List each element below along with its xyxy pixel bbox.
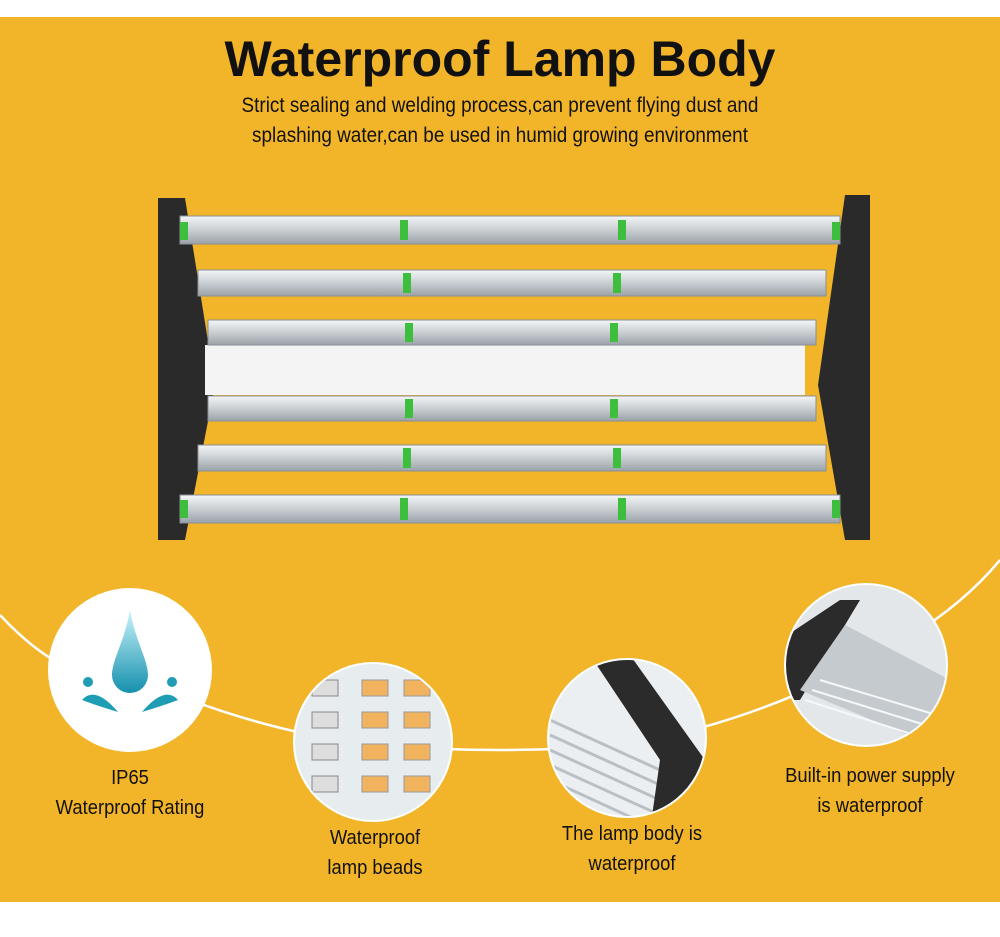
caption-line: is waterproof bbox=[817, 795, 923, 817]
subtitle-line-1: Strict sealing and welding process,can p… bbox=[241, 94, 759, 117]
page-title: Waterproof Lamp Body bbox=[224, 31, 776, 87]
feature-caption-power: Built-in power supply is waterproof bbox=[760, 761, 981, 821]
power-supply-closeup bbox=[784, 583, 948, 747]
lamp-image bbox=[158, 195, 870, 540]
feature-caption-ip65: IP65 Waterproof Rating bbox=[38, 763, 222, 823]
subtitle-line-2: splashing water,can be used in humid gro… bbox=[252, 124, 748, 147]
water-drop-icon bbox=[48, 588, 212, 752]
lamp-body-closeup bbox=[547, 658, 707, 818]
caption-line: Waterproof bbox=[329, 827, 421, 849]
caption-line: IP65 bbox=[111, 767, 149, 789]
caption-line: Built-in power supply bbox=[785, 765, 955, 787]
feature-caption-beads: Waterproof lamp beads bbox=[283, 823, 467, 883]
feature-caption-body: The lamp body is waterproof bbox=[526, 819, 738, 879]
caption-line: lamp beads bbox=[327, 857, 423, 879]
led-beads-closeup bbox=[293, 662, 453, 822]
caption-line: waterproof bbox=[588, 853, 676, 875]
caption-line: Waterproof Rating bbox=[55, 797, 205, 819]
caption-line: The lamp body is bbox=[561, 823, 703, 845]
